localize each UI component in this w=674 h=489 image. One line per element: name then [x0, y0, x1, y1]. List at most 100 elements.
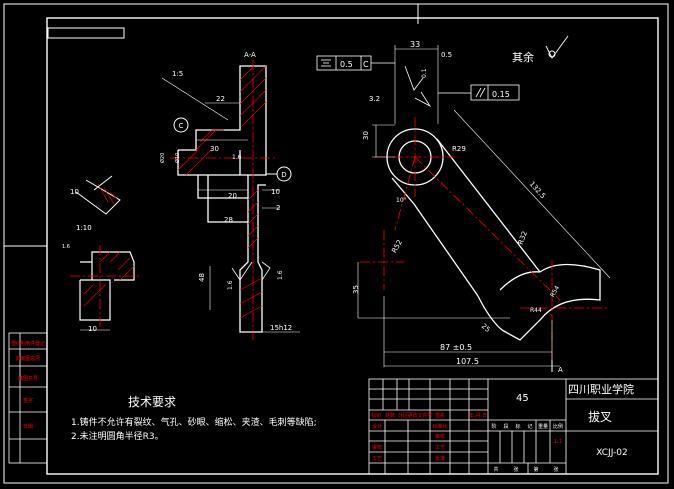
pin-detail-hatch	[97, 183, 119, 205]
section-dims	[161, 77, 300, 333]
section-centerlines	[170, 60, 278, 340]
title-block-grid	[368, 378, 659, 475]
outer-frame	[3, 3, 669, 484]
dim-28: 28	[224, 216, 233, 224]
datum-d: D	[281, 171, 286, 179]
tb-r1-1: 处数	[385, 412, 395, 419]
dim-17: 1.6	[62, 244, 70, 250]
tb-stage-1: 段	[503, 423, 508, 430]
top-left-box	[47, 27, 125, 39]
roughness-mark-1	[231, 261, 253, 281]
pin-detail	[75, 175, 121, 215]
dim-87: 87 ±0.5	[440, 343, 472, 352]
taper-left: 1:10	[76, 224, 92, 232]
dim-2: 2	[276, 204, 280, 212]
side-label-2: 旧底图总号	[15, 355, 40, 362]
dim-10a: 10	[271, 188, 280, 196]
rest-roughness: 其余	[512, 50, 534, 64]
dim-20: 20	[228, 192, 237, 200]
datum-c: C	[179, 122, 184, 130]
requirements-item-1: 1.铸件不允许有裂纹、气孔、砂眼、缩松、夹渣、毛刺等缺陷;	[71, 416, 317, 428]
dim-22: 22	[216, 95, 225, 103]
dim-10b: 10	[70, 188, 79, 196]
requirements-title: 技术要求	[128, 395, 176, 409]
hub-detail-hatch	[83, 251, 135, 307]
rest-roughness-circle	[548, 50, 556, 58]
dim-35: 35	[352, 285, 360, 294]
tb-sheet-2: 第	[533, 466, 538, 473]
tb-r4-0: 审核	[372, 444, 382, 451]
tb-stage-3: 记	[527, 423, 532, 430]
side-label-1: 借(通)用件登记	[11, 340, 45, 347]
rest-roughness-symbol	[545, 35, 569, 59]
dim-48: 48	[198, 273, 206, 282]
dim-r44: R44	[530, 307, 542, 314]
symmetry-value: 0.5	[340, 60, 353, 69]
tb-stage-0: 阶	[491, 423, 496, 430]
dim-16b: 1.6	[227, 280, 234, 290]
hub-centerline	[70, 245, 140, 330]
side-label-3: 底图总号	[18, 375, 38, 382]
parallel-frame	[438, 84, 520, 101]
hub-detail	[79, 251, 135, 321]
tb-sheet-3: 张	[553, 466, 558, 473]
tb-part-name: 拔叉	[588, 409, 612, 424]
dim-30b: 30	[362, 131, 370, 140]
dim-16a: 1.6	[232, 154, 242, 161]
tb-drawing-no: XCJJ-02	[596, 448, 627, 458]
dim-33: 33	[410, 40, 420, 49]
datum-c-circle	[173, 117, 189, 133]
taper-top: 1:5	[172, 70, 183, 78]
dim-10c: 10	[88, 325, 97, 333]
parallel-value: 0.15	[492, 90, 510, 99]
dim-132: 132.5	[528, 180, 547, 200]
main-centerlines	[360, 117, 610, 360]
tb-sheet-0: 共	[493, 466, 498, 473]
main-dims	[357, 45, 611, 367]
dim-01: 0.1	[421, 68, 428, 78]
tb-scale: 1:1	[554, 439, 562, 445]
symmetry-datum: C	[363, 60, 369, 69]
roughness-triangle	[404, 65, 424, 91]
tb-r2-2: 标准化	[432, 423, 447, 430]
dim-05: 0.5	[441, 51, 452, 59]
dim-r52: R52	[390, 239, 404, 255]
tb-r3-2: 审核	[435, 433, 445, 440]
tb-r1-5: 年.月.日	[469, 412, 487, 419]
side-label-5: 日期	[23, 424, 33, 430]
dim-16c: 1.6	[277, 270, 284, 280]
tb-r1-4: 签名	[435, 412, 445, 419]
dim-15h12: 15h12	[270, 324, 292, 332]
dim-25: 25	[480, 322, 492, 334]
tb-r1-2: 分区	[398, 412, 408, 419]
section-label: A-A	[244, 51, 256, 59]
tb-stage-4: 重量	[538, 423, 548, 430]
tb-r2-0: 设计	[372, 423, 382, 430]
dim-r29: R29	[452, 145, 466, 153]
side-label-4: 签字	[23, 397, 33, 404]
datum-a: A	[558, 366, 563, 374]
tb-material: 45	[516, 393, 529, 404]
dim-10deg: 10°	[396, 197, 407, 204]
dim-32: 3.2	[369, 95, 380, 103]
symmetry-frame	[316, 55, 395, 71]
tb-r5-0: 工艺	[372, 456, 382, 462]
dim-dia10: Ø10	[174, 153, 181, 163]
tb-sheet-1: 张	[513, 466, 518, 473]
tb-r4-2: 工艺	[435, 445, 445, 451]
tb-r5-2: 批准	[435, 455, 445, 462]
tb-stage-2: 标	[515, 423, 520, 430]
dim-r54: R54	[549, 285, 561, 299]
roughness-triangle-2	[414, 91, 432, 108]
dim-30a: 30	[210, 145, 219, 153]
tb-stage-5: 比例	[553, 423, 563, 430]
dim-107: 107.5	[456, 357, 479, 366]
dim-dia20: Ø20	[159, 153, 166, 163]
dim-r32: R32	[517, 230, 529, 246]
tb-school: 四川职业学院	[568, 382, 634, 396]
tb-r1-3: 更改文件号	[407, 412, 432, 419]
requirements-item-2: 2.未注明圆角半径R3。	[71, 430, 164, 442]
side-column	[8, 332, 48, 464]
roughness-mark-2	[261, 261, 271, 281]
